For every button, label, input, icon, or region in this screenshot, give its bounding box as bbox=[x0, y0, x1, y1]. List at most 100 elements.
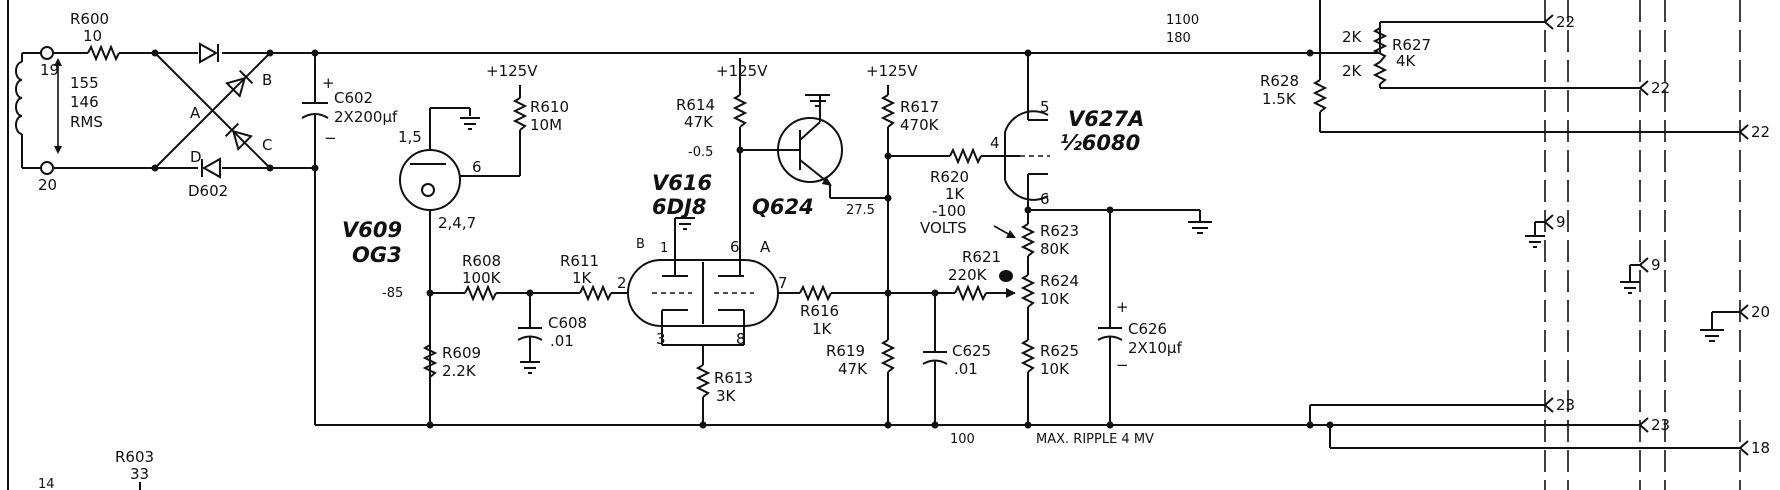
label-c626-value: 2X10µf bbox=[1128, 339, 1182, 357]
label-6dj8: 6DJ8 bbox=[652, 195, 706, 219]
label-r608-value: 100K bbox=[462, 269, 502, 287]
label-v100: 100 bbox=[950, 432, 975, 447]
connector-23-a: 23 bbox=[1543, 396, 1575, 414]
label-pin-2: 2 bbox=[617, 274, 627, 292]
label-r619-value: 47K bbox=[838, 360, 868, 378]
transformer-winding bbox=[15, 61, 23, 135]
capacitor-c608 bbox=[517, 293, 543, 374]
svg-text:22: 22 bbox=[1751, 123, 1770, 141]
arrow-head bbox=[1006, 288, 1016, 298]
arrow-head bbox=[1006, 230, 1016, 238]
label-d: D bbox=[190, 148, 202, 166]
resistor-r614 bbox=[732, 94, 748, 128]
label-125v-2: +125V bbox=[716, 62, 768, 80]
resistor-r620 bbox=[949, 147, 982, 165]
label-c: C bbox=[262, 136, 272, 154]
label-top-1100: 1100 bbox=[1166, 13, 1199, 28]
label-r620: R620 bbox=[930, 168, 969, 186]
label-c626-minus: − bbox=[1116, 356, 1129, 374]
svg-text:18: 18 bbox=[1751, 439, 1770, 457]
junction bbox=[1024, 421, 1032, 429]
junction bbox=[1326, 421, 1334, 429]
label-r614: R614 bbox=[676, 96, 715, 114]
label-pin-8: 8 bbox=[736, 330, 746, 348]
resistor-r617 bbox=[880, 94, 896, 128]
label-c625-value: .01 bbox=[954, 360, 978, 378]
label-pin-5: 5 bbox=[1040, 98, 1050, 116]
label-r608: R608 bbox=[462, 252, 501, 270]
label-r614-value: 47K bbox=[684, 113, 714, 131]
junction bbox=[151, 49, 159, 57]
junction bbox=[151, 164, 159, 172]
label-r623-value: 80K bbox=[1040, 240, 1070, 258]
junction bbox=[884, 289, 892, 297]
label-pin-6-v616: 6 bbox=[730, 238, 740, 256]
label-r627-value: 4K bbox=[1396, 52, 1417, 70]
resistor-r627 bbox=[1372, 27, 1388, 85]
label-pin-7: 7 bbox=[778, 274, 788, 292]
resistor-r616 bbox=[799, 284, 832, 302]
label-pin-1-5: 1,5 bbox=[398, 128, 422, 146]
diode-top bbox=[199, 42, 219, 64]
label-r613: R613 bbox=[714, 369, 753, 387]
label-c602-plus: + bbox=[322, 74, 335, 92]
label-c608: C608 bbox=[548, 314, 587, 332]
svg-text:9: 9 bbox=[1556, 213, 1566, 231]
resistor-r600 bbox=[87, 44, 120, 62]
svg-text:23: 23 bbox=[1651, 416, 1670, 434]
svg-text:9: 9 bbox=[1651, 256, 1661, 274]
junction bbox=[699, 421, 707, 429]
label-125v-3: +125V bbox=[866, 62, 918, 80]
label-r611-value: 1K bbox=[572, 269, 593, 287]
label-r627: R627 bbox=[1392, 36, 1431, 54]
label-v609: V609 bbox=[342, 218, 402, 242]
label-r609: R609 bbox=[442, 344, 481, 362]
label-pin-1: 1 bbox=[660, 241, 668, 256]
label-v616: V616 bbox=[652, 171, 712, 195]
svg-text:23: 23 bbox=[1556, 396, 1575, 414]
label-r625-value: 10K bbox=[1040, 360, 1070, 378]
label-pin-14: 14 bbox=[38, 477, 55, 490]
label-r603: R603 bbox=[115, 448, 154, 466]
junction bbox=[1024, 49, 1032, 57]
arrow-head bbox=[54, 146, 62, 154]
label-r621-value: 220K bbox=[948, 266, 988, 284]
label-pin-247: 2,4,7 bbox=[438, 214, 476, 232]
capacitor-c602 bbox=[301, 53, 329, 425]
rectifier-section: 19 20 155 146 RMS R600 10 bbox=[15, 10, 274, 200]
label-155: 155 bbox=[70, 74, 99, 92]
label-r600: R600 bbox=[70, 10, 109, 28]
label-pin-b: B bbox=[636, 237, 645, 252]
label-pin-6-v627: 6 bbox=[1040, 190, 1050, 208]
connector-9-a: 9 bbox=[1543, 213, 1566, 231]
label-r621: R621 bbox=[962, 248, 1001, 266]
resistor-r609 bbox=[422, 344, 438, 378]
junction bbox=[1106, 421, 1114, 429]
label-r610: R610 bbox=[530, 98, 569, 116]
label-b: B bbox=[262, 71, 272, 89]
svg-text:20: 20 bbox=[1751, 303, 1770, 321]
label-neg100: -100 bbox=[932, 202, 966, 220]
label-v627a: V627A bbox=[1068, 107, 1144, 131]
arrow-head bbox=[54, 58, 62, 66]
label-neg05: -0.5 bbox=[688, 145, 713, 160]
connector-18: 18 bbox=[1738, 439, 1770, 457]
diode-b bbox=[225, 69, 254, 98]
resistor-r625 bbox=[1020, 339, 1036, 373]
connector-23-b: 23 bbox=[1638, 416, 1670, 434]
label-r616: R616 bbox=[800, 302, 839, 320]
label-volts: VOLTS bbox=[920, 219, 967, 237]
tube-v609 bbox=[399, 107, 520, 425]
bridge-arm bbox=[154, 52, 271, 169]
label-d602: D602 bbox=[188, 182, 228, 200]
label-r609-value: 2.2K bbox=[442, 362, 477, 380]
resistor-r608 bbox=[464, 284, 497, 302]
connector-9-b: 9 bbox=[1638, 256, 1661, 274]
label-r619: R619 bbox=[826, 342, 865, 360]
resistor-r610 bbox=[512, 97, 528, 131]
label-r617-value: 470K bbox=[900, 116, 940, 134]
resistor-r623 bbox=[1020, 223, 1036, 257]
capacitor-c626 bbox=[1097, 210, 1123, 425]
label-r623: R623 bbox=[1040, 222, 1079, 240]
